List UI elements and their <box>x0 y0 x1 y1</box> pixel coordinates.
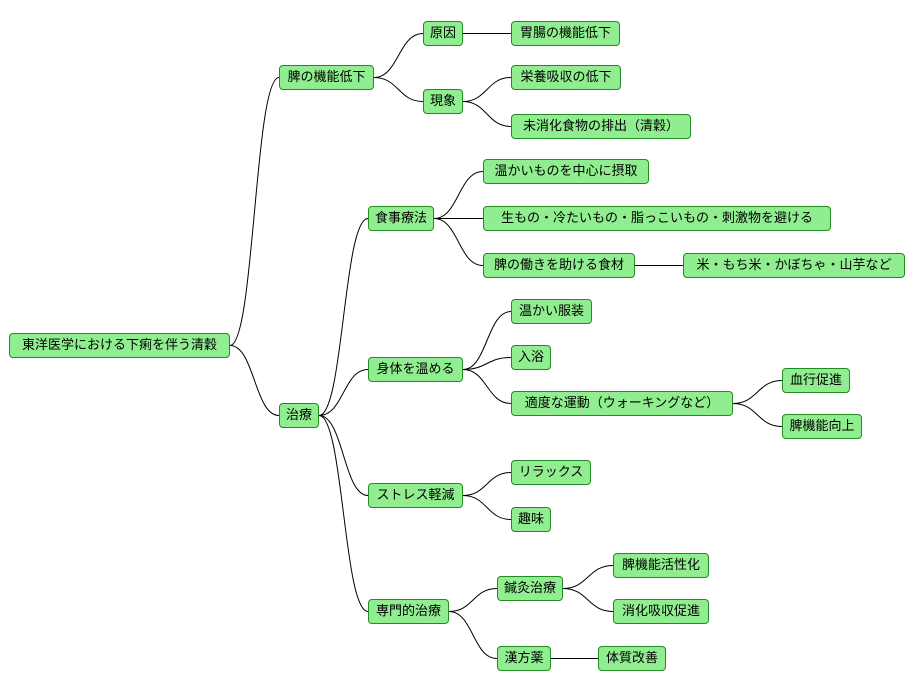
edge-treatment-to-warm-body <box>318 369 369 416</box>
hobby-node: 趣味 <box>511 507 551 532</box>
root-node: 東洋医学における下痢を伴う清穀 <box>9 333 230 358</box>
edge-diet-to-diet-help <box>433 218 484 266</box>
cause-node: 原因 <box>423 21 463 46</box>
constitution-node: 体質改善 <box>598 646 666 671</box>
diet-warm-node: 温かいものを中心に摂取 <box>483 159 649 184</box>
phen-undigested-node: 未消化食物の排出（清穀） <box>511 114 691 139</box>
spleen-activate-node: 脾機能活性化 <box>613 553 709 578</box>
edge-professional-to-kampo <box>448 611 498 659</box>
professional-node: 専門的治療 <box>368 599 449 624</box>
edge-warm-body-to-exercise <box>462 369 512 404</box>
edge-diet-to-diet-warm <box>433 171 484 219</box>
edge-root-to-spleen-decline <box>229 77 280 346</box>
cause-detail-node: 胃腸の機能低下 <box>511 21 620 46</box>
edge-treatment-to-stress <box>318 415 369 496</box>
bathing-node: 入浴 <box>511 345 551 370</box>
warm-body-node: 身体を温める <box>368 357 463 382</box>
edge-treatment-to-professional <box>318 415 369 612</box>
edge-exercise-to-blood-flow <box>732 380 783 404</box>
diet-node: 食事療法 <box>368 206 434 231</box>
edge-stress-to-hobby <box>462 495 512 520</box>
diet-foods-node: 米・もち米・かぼちゃ・山芋など <box>683 253 905 278</box>
blood-flow-node: 血行促進 <box>782 368 850 393</box>
stress-node: ストレス軽減 <box>368 483 463 508</box>
edge-acupuncture-to-digest-promote <box>562 588 614 612</box>
edge-warm-body-to-warm-clothes <box>462 311 512 370</box>
digest-promote-node: 消化吸収促進 <box>613 599 709 624</box>
spleen-up-node: 脾機能向上 <box>782 414 862 439</box>
treatment-node: 治療 <box>279 403 319 428</box>
edge-acupuncture-to-spleen-activate <box>562 565 614 589</box>
exercise-node: 適度な運動（ウォーキングなど） <box>511 391 733 416</box>
edge-spleen-decline-to-phenomenon <box>373 77 424 102</box>
edge-phenomenon-to-phen-undigested <box>462 101 512 127</box>
edge-professional-to-acupuncture <box>448 588 498 612</box>
edge-spleen-decline-to-cause <box>373 33 424 78</box>
diet-avoid-node: 生もの・冷たいもの・脂っこいもの・刺激物を避ける <box>483 206 831 231</box>
kampo-node: 漢方薬 <box>497 646 551 671</box>
spleen-decline-node: 脾の機能低下 <box>279 65 374 90</box>
warm-clothes-node: 温かい服装 <box>511 299 592 324</box>
edge-stress-to-relax <box>462 472 512 496</box>
edge-warm-body-to-bathing <box>462 357 512 370</box>
acupuncture-node: 鍼灸治療 <box>497 576 563 601</box>
relax-node: リラックス <box>511 460 591 485</box>
edge-root-to-treatment <box>229 345 280 416</box>
edge-treatment-to-diet <box>318 218 369 416</box>
edge-exercise-to-spleen-up <box>732 403 783 427</box>
phen-absorption-node: 栄養吸収の低下 <box>511 65 621 90</box>
phenomenon-node: 現象 <box>423 89 463 114</box>
diet-help-node: 脾の働きを助ける食材 <box>483 253 635 278</box>
edge-phenomenon-to-phen-absorption <box>462 77 512 102</box>
